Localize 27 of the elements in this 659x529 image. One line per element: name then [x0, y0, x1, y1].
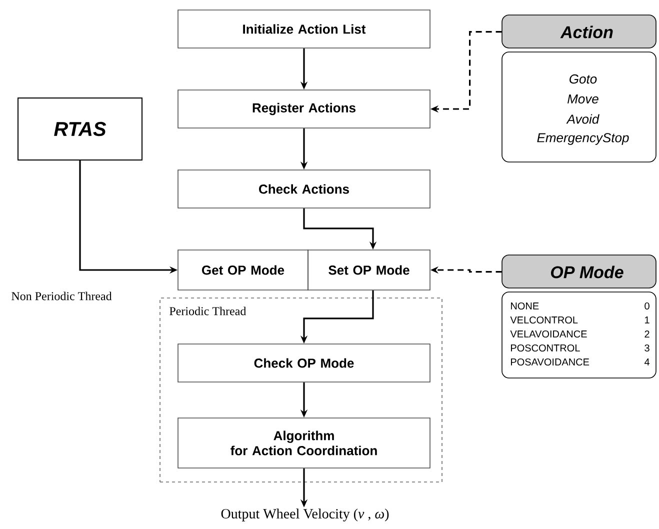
list-item: Avoid: [566, 114, 600, 124]
process-box: Get OP Mode: [178, 250, 308, 290]
process-box: Register Actions: [178, 90, 430, 128]
source-box: RTAS: [18, 98, 142, 160]
table-cell: VELAVOIDANCE: [510, 330, 587, 338]
process-box: Algorithm for Action Coordination: [178, 418, 430, 468]
table-cell: NONE: [511, 302, 539, 310]
list-item: Goto: [570, 74, 597, 84]
process-box: Check OP Mode: [178, 344, 430, 382]
table-cell: POSAVOIDANCE: [511, 358, 590, 366]
table-cell: VELCONTROL: [510, 316, 578, 324]
table-cell: 0: [644, 302, 650, 310]
panel-header: Action: [502, 14, 656, 48]
table-cell: 4: [644, 358, 650, 366]
list-item: Move: [568, 94, 598, 104]
table-cell: POSCONTROL: [511, 344, 580, 352]
table-cell: 1: [645, 316, 650, 324]
output-label: Output Wheel Velocity (ν , ω): [221, 508, 389, 522]
table-cell: 2: [644, 330, 650, 338]
frame-title: Periodic Thread: [170, 306, 246, 316]
list-item: EmergencyStop: [537, 133, 629, 145]
process-box: Set OP Mode: [308, 250, 430, 290]
note-text: Non Periodic Thread: [12, 292, 112, 300]
process-box: Check Actions: [178, 170, 430, 208]
panel-header: OP Mode: [502, 254, 656, 288]
table-cell: 3: [644, 344, 650, 352]
process-box: Initialize Action List: [178, 10, 430, 48]
